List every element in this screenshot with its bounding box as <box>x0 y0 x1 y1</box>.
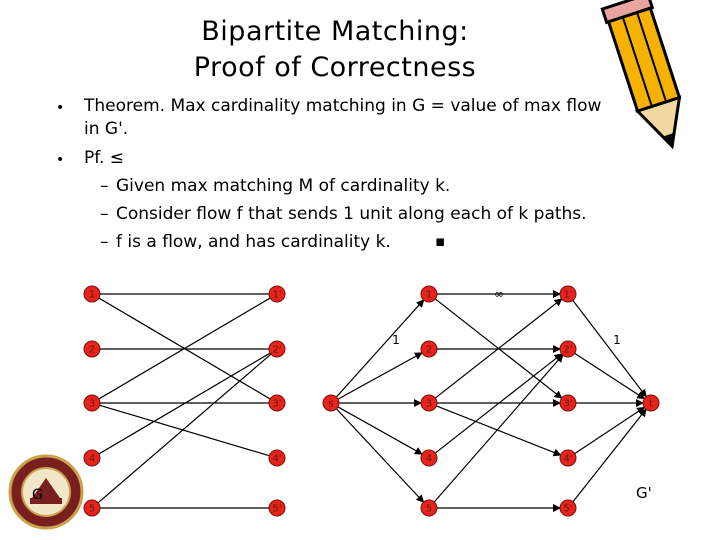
bullet-marker: • <box>56 100 65 116</box>
g-right-node-2 <box>268 340 286 358</box>
gp-right-node-2 <box>559 340 577 358</box>
gp-source-edge-2 <box>337 352 423 400</box>
gp-right-node-3-label: 3' <box>563 399 572 410</box>
gp-left-node-5-label: 5 <box>426 504 432 515</box>
gp-left-node-1-label: 1 <box>426 290 432 301</box>
gp-right-node-5 <box>559 499 577 517</box>
gp-right-node-1-label: 1' <box>563 290 572 301</box>
gp-left-node-2 <box>420 340 438 358</box>
dash-marker: – <box>100 204 109 224</box>
g-right-node-5 <box>268 499 286 517</box>
g-right-node-1-label: 1' <box>272 290 281 301</box>
gp-source-edge-1 <box>335 299 425 398</box>
gp-edge-5-2 <box>433 354 564 503</box>
g-edge-4-2 <box>98 352 271 455</box>
gp-left-node-4-label: 4 <box>426 454 432 465</box>
g-right-node-4 <box>268 449 286 467</box>
gp-right-node-2-label: 2' <box>563 345 572 356</box>
dash-marker: – <box>100 176 109 196</box>
gp-left-node-4 <box>420 449 438 467</box>
g-left-node-4-label: 4 <box>89 454 95 465</box>
gp-sink-edge-1 <box>572 300 647 398</box>
sink-capacity-label: 1 <box>613 333 621 347</box>
gp-edge-3-4 <box>436 405 562 457</box>
g-right-node-3-label: 3' <box>272 399 281 410</box>
gp-source-edge-4 <box>337 406 423 455</box>
g-left-node-2-label: 2 <box>89 345 95 356</box>
gp-left-node-1 <box>420 285 438 303</box>
g-left-node-5-label: 5 <box>89 504 95 515</box>
gp-source-edge-5 <box>336 408 425 503</box>
g-left-node-3-label: 3 <box>89 399 95 410</box>
slide-title: Bipartite Matching: Proof of Correctness <box>140 14 530 86</box>
theorem-line-1: Theorem. Max cardinality matching in G =… <box>84 96 602 116</box>
theorem-line-2: in G'. <box>84 119 129 139</box>
gp-right-node-4 <box>559 449 577 467</box>
infinity-capacity-label: ∞ <box>494 287 504 301</box>
gp-edge-4-2 <box>434 353 563 454</box>
g-edge-3-4 <box>99 404 270 457</box>
gp-right-node-5-label: 5' <box>563 504 572 515</box>
g-left-node-1 <box>83 285 101 303</box>
gp-edge-3-1 <box>434 298 563 399</box>
gp-source-node <box>322 394 340 412</box>
gp-right-node-4-label: 4' <box>563 454 572 465</box>
gp-source-node-label: s <box>328 399 333 410</box>
dash-marker: – <box>100 232 109 252</box>
gp-right-node-3 <box>559 394 577 412</box>
subbullet-1: Given max matching M of cardinality k. <box>116 176 451 196</box>
g-left-node-4 <box>83 449 101 467</box>
subbullet-3: f is a flow, and has cardinality k. <box>116 232 391 252</box>
gp-right-node-1 <box>559 285 577 303</box>
gp-sink-edge-4 <box>574 406 646 455</box>
g-edge-3-1 <box>98 297 271 400</box>
gp-left-node-2-label: 2 <box>426 345 432 356</box>
graph-g-label: G <box>32 487 43 503</box>
gp-left-node-5 <box>420 499 438 517</box>
g-left-node-2 <box>83 340 101 358</box>
g-right-node-3 <box>268 394 286 412</box>
g-right-node-5-label: 5' <box>272 504 281 515</box>
g-left-node-3 <box>83 394 101 412</box>
graph-gprime-label: G' <box>636 484 652 502</box>
gp-sink-node <box>642 394 660 412</box>
gp-sink-node-label: t <box>649 399 653 410</box>
title-line-2: Proof of Correctness <box>193 52 477 83</box>
title-line-1: Bipartite Matching: <box>201 16 469 47</box>
g-edge-5-2 <box>97 353 272 504</box>
qed-symbol: ▪ <box>435 232 446 250</box>
subbullet-2: Consider flow f that sends 1 unit along … <box>116 204 587 224</box>
source-capacity-label: 1 <box>392 333 400 347</box>
gp-sink-edge-5 <box>572 408 647 503</box>
g-right-node-2-label: 2' <box>272 345 281 356</box>
gp-sink-edge-2 <box>574 352 646 400</box>
proof-line: Pf. ≤ <box>84 148 125 168</box>
g-left-node-1-label: 1 <box>89 290 95 301</box>
g-left-node-5 <box>83 499 101 517</box>
bullet-marker: • <box>56 152 65 168</box>
gp-left-node-3 <box>420 394 438 412</box>
g-right-node-1 <box>268 285 286 303</box>
gp-left-node-3-label: 3 <box>426 399 432 410</box>
g-right-node-4-label: 4' <box>272 454 281 465</box>
